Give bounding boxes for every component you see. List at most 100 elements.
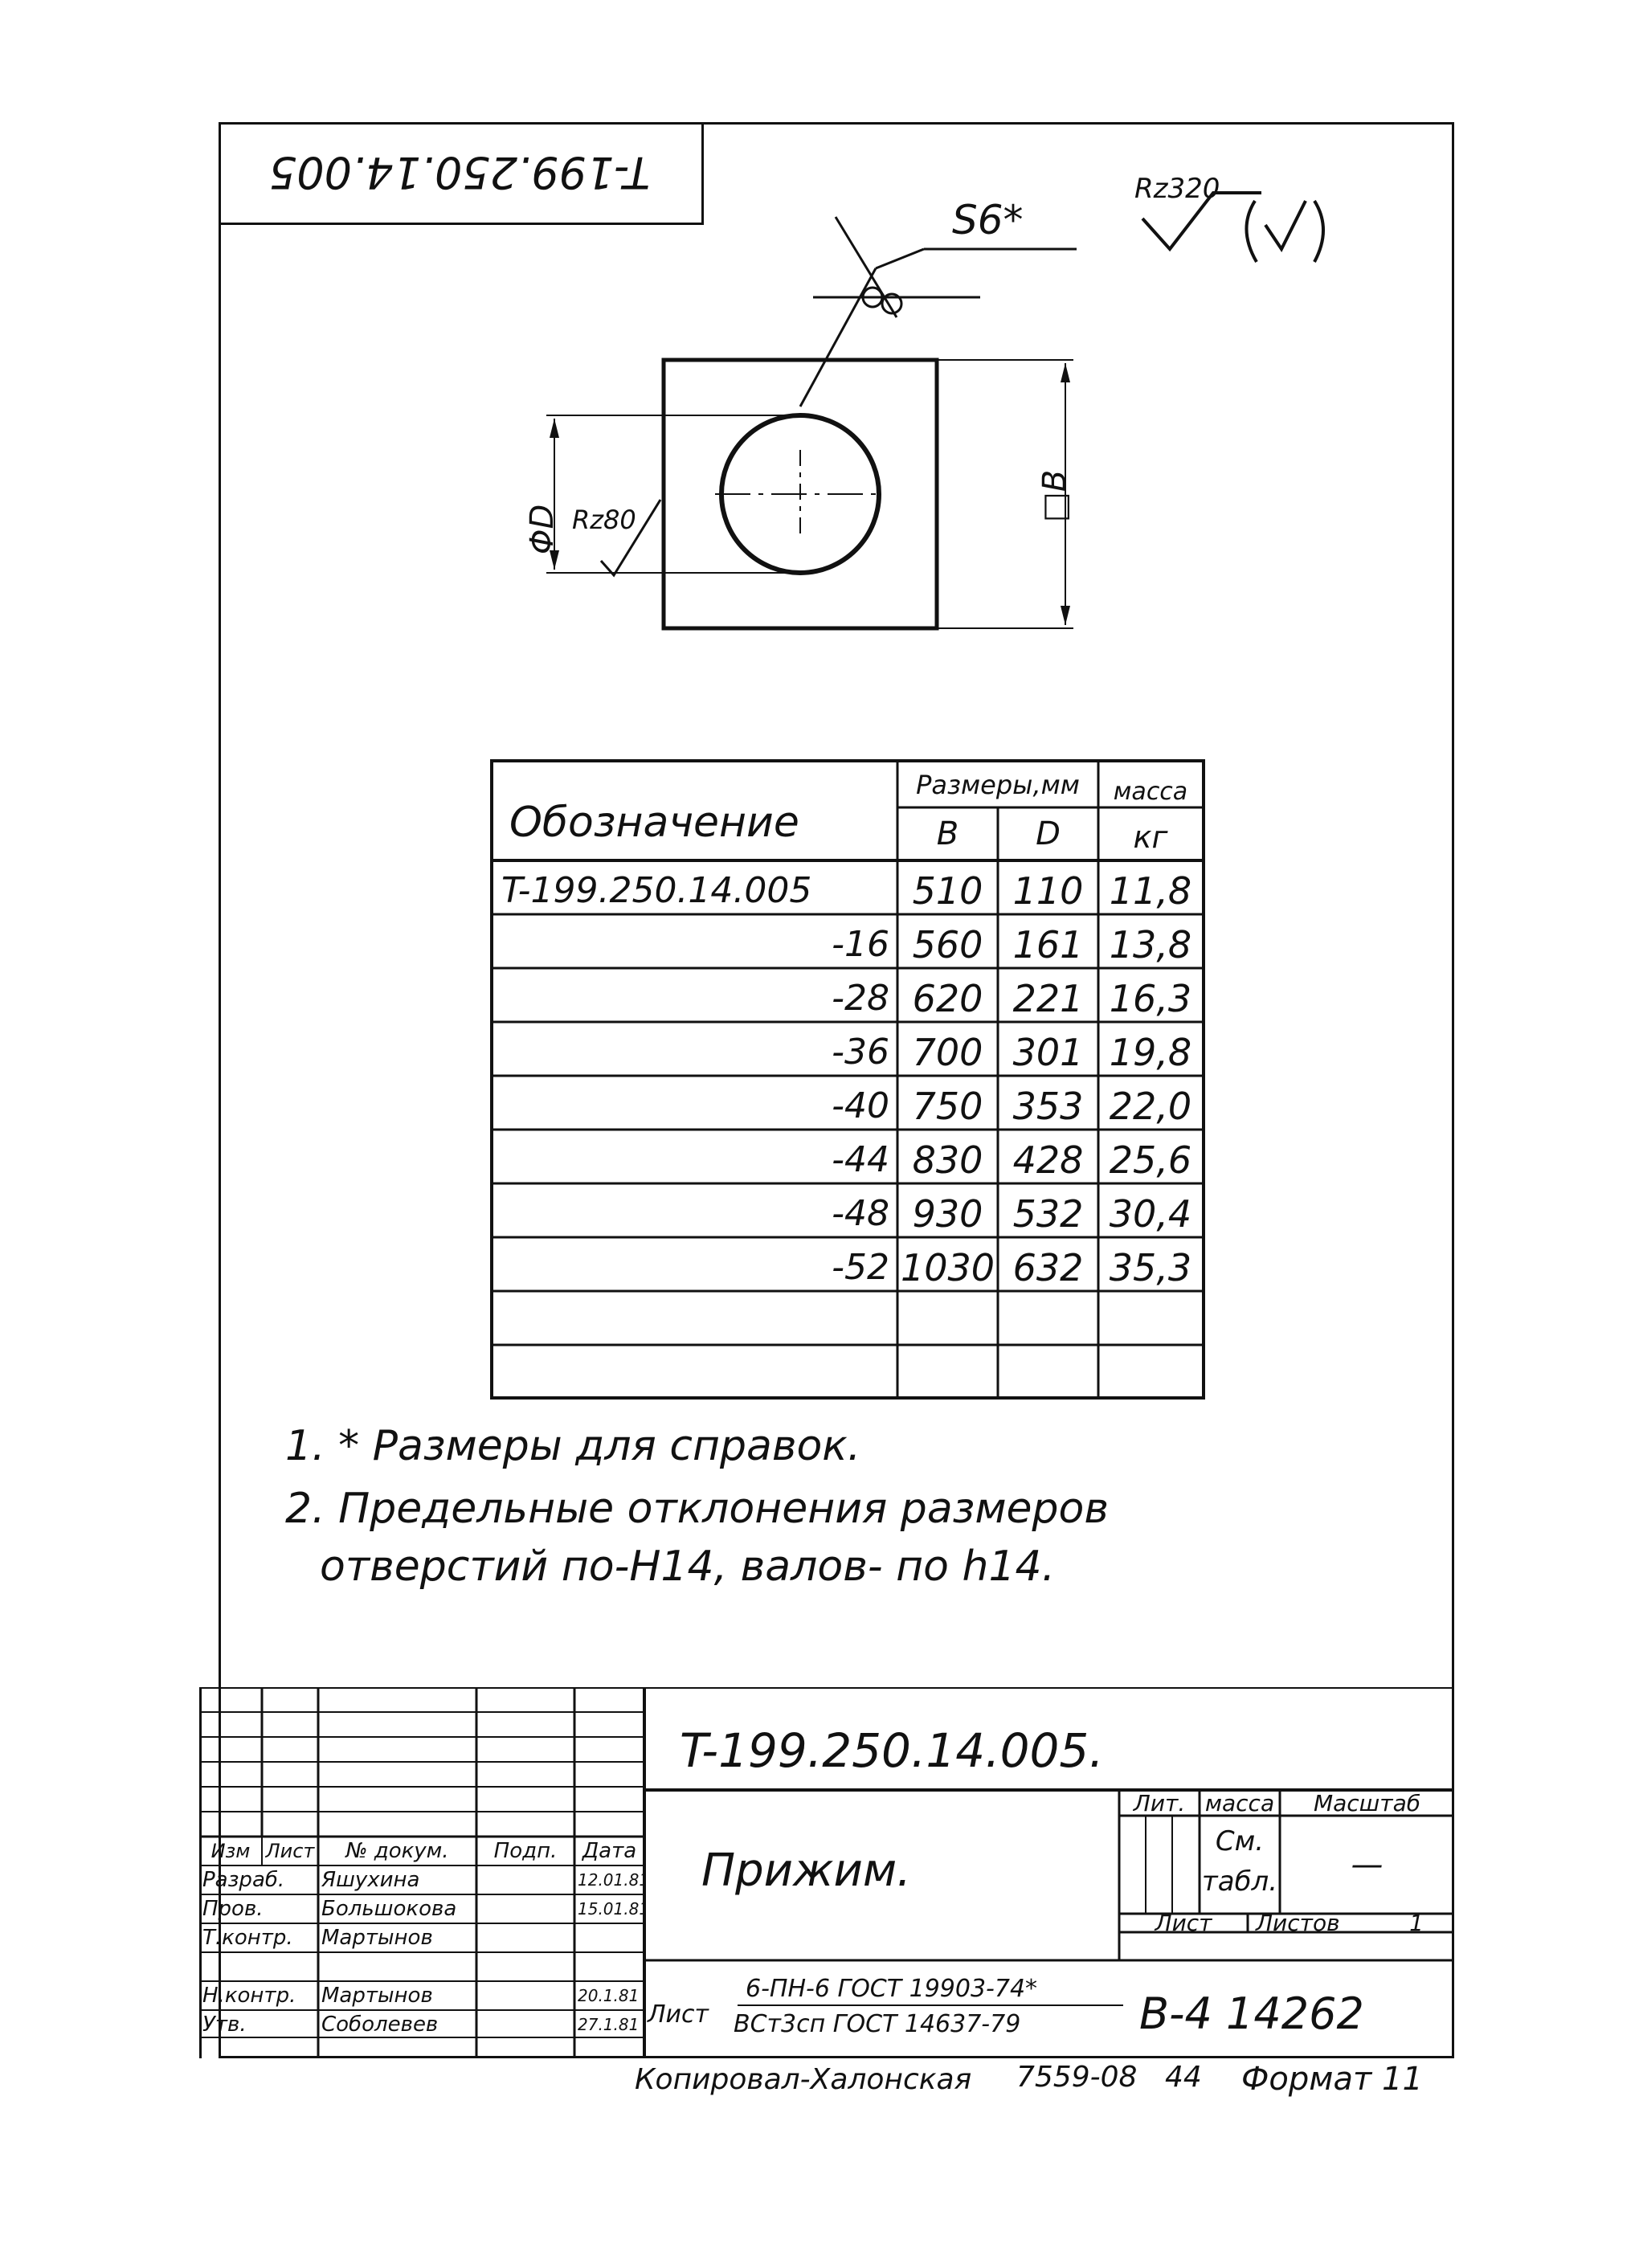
scale-label: Масштаб (1313, 1790, 1421, 1816)
row-designation: -36 (832, 1032, 889, 1073)
diameter-dimension-label: ΦD (524, 504, 561, 554)
title-block-grid (199, 1687, 1454, 2058)
mass-value-1: См. (1215, 1825, 1265, 1857)
person-date: 20.1.81 (578, 1986, 640, 2005)
person-name: Яшухина (321, 1868, 420, 1892)
row-designation: -48 (832, 1193, 889, 1234)
footer-sheet-no: 44 (1165, 2061, 1202, 2094)
mass-label: масса (1204, 1790, 1275, 1816)
row-size-d (998, 1294, 1098, 1348)
hdr-list: Лист (265, 1840, 315, 1862)
note-2: 2. Предельные отклонения размеров (285, 1485, 1110, 1533)
binding-margin (199, 1687, 202, 2058)
person-date: 27.1.81 (578, 2015, 640, 2034)
bore-roughness-label: Rz80 (572, 505, 636, 535)
hdr-sign: Подп. (493, 1839, 558, 1863)
row-mass: 35,3 (1109, 1245, 1192, 1289)
row-mass (1098, 1348, 1203, 1402)
hdr-date: Дата (582, 1839, 637, 1863)
size-table: Обозначение Размеры,мм масса B D кг T-19… (490, 759, 1205, 1400)
row-size-d: 161 (1012, 922, 1084, 966)
person-name: Большокова (321, 1897, 457, 1921)
roughness-general-text: Rz320 (1134, 173, 1220, 205)
row-size-b: 510 (912, 868, 983, 913)
org-code: В-4 14262 (1139, 1988, 1364, 2039)
title-block: T-199.250.14.005. Прижим. Лит. масса Мас… (199, 1687, 1454, 2058)
hdr-izm: Изм (210, 1840, 251, 1862)
footer-order: 7559-08 (1016, 2061, 1138, 2094)
person-name: Соболевев (321, 2013, 439, 2037)
person-role: Разраб. (202, 1868, 285, 1892)
row-mass: 11,8 (1109, 868, 1192, 913)
row-mass (1098, 1294, 1203, 1348)
plate-outline (661, 358, 939, 631)
header-unit-mass: кг (1133, 819, 1168, 855)
row-size-d: 110 (1012, 868, 1084, 913)
row-designation: T-199.250.14.005 (501, 870, 812, 911)
sheet-label: Лист (1155, 1914, 1212, 1932)
row-mass: 22,0 (1109, 1084, 1192, 1128)
row-size-b (897, 1294, 998, 1348)
person-role: Т.контр. (202, 1926, 293, 1950)
person-role (199, 1952, 318, 1981)
roughness-check-icon (1141, 191, 1325, 264)
row-size-d: 221 (1012, 976, 1084, 1020)
person-date: 15.01.81 (578, 1899, 644, 1919)
header-sizes: Размеры,мм (916, 770, 1080, 800)
row-mass: 13,8 (1109, 922, 1192, 966)
row-size-d: 632 (1012, 1245, 1084, 1289)
hdr-doc: № докум. (345, 1839, 449, 1863)
person-date: 12.01.81 (578, 1870, 644, 1890)
thickness-label: S6* (952, 197, 1024, 243)
footer-format: Формат 11 (1241, 2061, 1423, 2098)
person-date (574, 1923, 644, 1952)
row-designation: -44 (832, 1139, 889, 1180)
note-1: 1. * Размеры для справок. (285, 1422, 861, 1470)
row-designation (493, 1294, 897, 1348)
row-size-b: 620 (912, 976, 983, 1020)
row-size-b: 930 (912, 1191, 983, 1236)
row-mass: 25,6 (1109, 1138, 1192, 1182)
material-fraction-line (738, 2004, 1123, 2006)
row-size-b: 560 (912, 922, 983, 966)
material-prefix: Лист (648, 2000, 709, 2029)
row-designation: -40 (832, 1085, 889, 1126)
sheets-label: Листов (1256, 1914, 1340, 1932)
row-mass: 19,8 (1109, 1030, 1192, 1074)
person-date (574, 1952, 644, 1981)
person-name (318, 1952, 476, 1981)
lit-label: Лит. (1133, 1790, 1186, 1816)
row-size-b: 830 (912, 1138, 983, 1182)
row-size-d: 428 (1012, 1138, 1084, 1182)
row-size-d: 301 (1012, 1030, 1084, 1074)
row-size-d: 353 (1012, 1084, 1084, 1128)
drawing-frame (219, 122, 1454, 2058)
table-grid (490, 759, 1205, 1400)
sheets-value: 1 (1409, 1914, 1424, 1932)
header-mass: масса (1113, 777, 1188, 806)
row-designation (493, 1348, 897, 1402)
part-drawing (546, 216, 1077, 631)
person-name: Мартынов (321, 1926, 433, 1950)
person-name: Мартынов (321, 1984, 433, 2008)
row-size-d: 532 (1012, 1191, 1084, 1236)
person-role: Утв. (202, 2013, 247, 2037)
row-mass: 16,3 (1109, 976, 1192, 1020)
material-line-1: 6-ПН-6 ГОСТ 19903-74* (746, 1975, 1038, 2003)
mass-value-2: табл. (1201, 1865, 1278, 1898)
row-size-b: 750 (912, 1084, 983, 1128)
row-designation: -52 (832, 1247, 889, 1288)
row-size-b (897, 1348, 998, 1402)
row-designation: -16 (832, 924, 889, 965)
note-3: отверстий по-H14, валов- по h14. (320, 1543, 1056, 1591)
designation-main: T-199.250.14.005. (680, 1723, 1104, 1778)
scale-value: — (1351, 1846, 1384, 1883)
side-dimension-label: □B (1036, 469, 1073, 522)
row-size-b: 1030 (900, 1245, 995, 1289)
row-designation: -28 (832, 978, 889, 1019)
person-role: Н.контр. (202, 1984, 296, 2008)
corner-stamp-box: T-199.250.14.005 (219, 122, 704, 225)
part-name: Прижим. (701, 1845, 911, 1897)
row-size-b: 700 (912, 1030, 983, 1074)
person-role: Пров. (202, 1897, 264, 1921)
